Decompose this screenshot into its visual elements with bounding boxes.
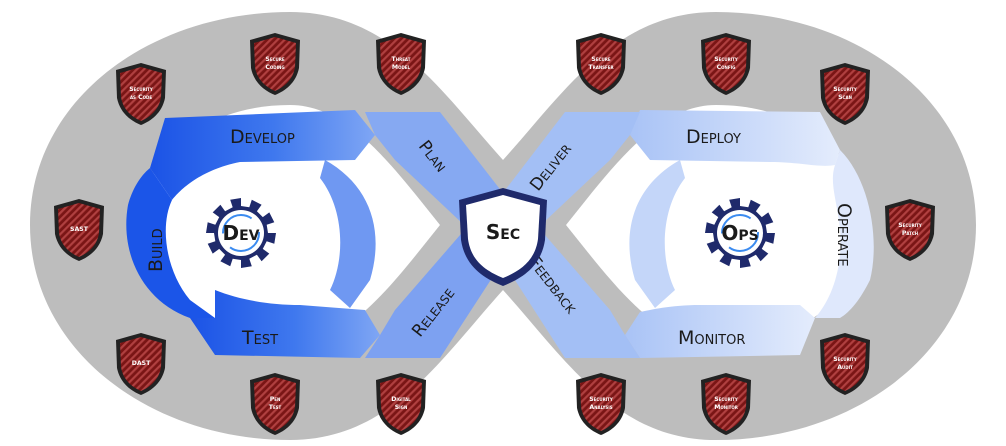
badge-label-line1: Security bbox=[714, 396, 738, 403]
badge-label-line2: Config bbox=[717, 64, 736, 71]
badge-label-line1: Secure bbox=[265, 56, 284, 63]
deploy-label: Deploy bbox=[686, 126, 741, 148]
badge-label-line1: Digital bbox=[391, 396, 411, 403]
ops-return-arrow bbox=[629, 160, 685, 308]
dev-loop bbox=[126, 110, 380, 358]
badge-label-line1: Security bbox=[833, 356, 857, 363]
badge-label-line1: Security bbox=[833, 86, 857, 93]
test-arrow bbox=[190, 290, 380, 358]
operate-arrow bbox=[815, 150, 874, 318]
ops-gear-label: Ops bbox=[721, 221, 758, 245]
security-badge: SAST bbox=[54, 199, 104, 261]
badge-label-line2: Test bbox=[269, 404, 282, 411]
build-arrow bbox=[126, 168, 215, 318]
badge-label-line2: Model bbox=[392, 64, 411, 71]
badge-label-line2: as Code bbox=[130, 94, 152, 101]
badge-label-line1: Security bbox=[898, 222, 922, 229]
sec-shield: Sec bbox=[459, 188, 547, 286]
monitor-label: Monitor bbox=[678, 327, 745, 349]
monitor-arrow bbox=[625, 305, 815, 358]
badge-label-line2: Audit bbox=[837, 364, 853, 371]
operate-label: Operate bbox=[833, 203, 855, 267]
test-label: Test bbox=[241, 327, 278, 349]
badge-label-line1: Threat bbox=[392, 56, 411, 63]
badge-label-line2: Transfer bbox=[588, 64, 613, 71]
badge-label-line1: DAST bbox=[132, 360, 151, 367]
ops-gear: Ops bbox=[705, 198, 775, 268]
badge-label-line1: Security bbox=[589, 396, 613, 403]
build-label: Build bbox=[145, 228, 167, 272]
badge-label-line2: Scan bbox=[838, 94, 852, 101]
ops-loop bbox=[625, 110, 874, 358]
dev-gear-label: Dev bbox=[223, 221, 260, 245]
dev-gear: Dev bbox=[206, 198, 276, 268]
badge-label-line1: Security bbox=[129, 86, 153, 93]
badge-label-line2: Patch bbox=[902, 230, 918, 237]
badge-label-line2: Analysis bbox=[589, 404, 612, 411]
badge-label-line2: Coding bbox=[265, 64, 284, 71]
badge-label-line1: Secure bbox=[591, 56, 610, 63]
badge-label-line1: SAST bbox=[70, 226, 89, 233]
develop-label: Develop bbox=[230, 126, 295, 148]
deploy-arrow bbox=[630, 110, 840, 166]
badge-label-line2: Monitor bbox=[714, 404, 738, 411]
badge-label-line2: Sign bbox=[395, 404, 408, 411]
badge-label-line1: Pen bbox=[270, 396, 281, 403]
security-badge: DAST bbox=[116, 333, 166, 395]
develop-arrow bbox=[150, 110, 375, 200]
sec-label: Sec bbox=[486, 220, 520, 244]
badge-label-line1: Security bbox=[714, 56, 738, 63]
dev-return-arrow bbox=[320, 160, 376, 308]
